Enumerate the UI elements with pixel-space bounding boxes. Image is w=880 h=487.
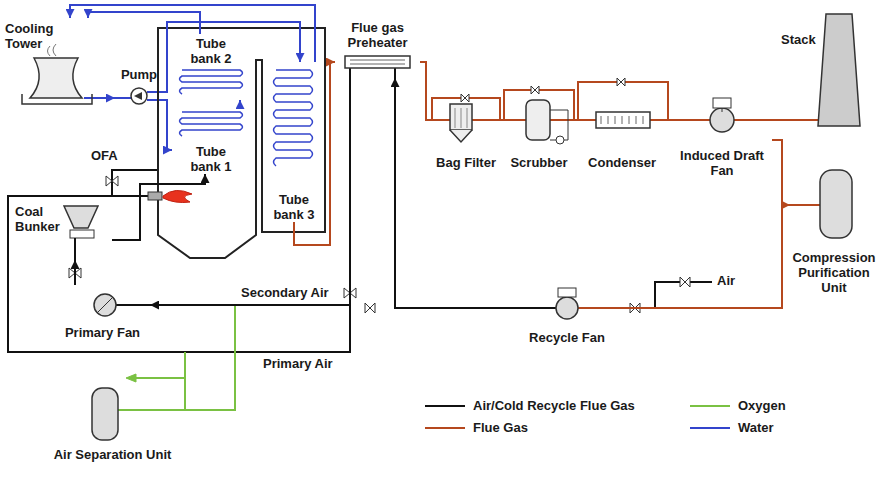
node-label: Scrubber [510, 155, 567, 170]
preheater-box: Flue gas Preheater [335, 18, 420, 78]
pipe-connector [74, 260, 76, 285]
legend-sample [690, 427, 730, 429]
coal-bunker-box: Coal Bunker [12, 202, 112, 260]
legend-text: Flue Gas [473, 420, 528, 435]
node-label: Induced Draft Fan [674, 148, 770, 178]
scrubber-box: Scrubber [506, 88, 572, 170]
legend-text: Water [738, 420, 774, 435]
tube-bank-box: Tube bank 3 [266, 62, 322, 222]
pipe-connector [150, 78, 350, 305]
pipe-connector [668, 119, 672, 121]
fan-box: Recycle Fan [522, 290, 612, 345]
node-label: Bag Filter [436, 155, 496, 170]
legend-sample [425, 427, 465, 429]
legend-text: Air/Cold Recycle Flue Gas [473, 398, 635, 413]
pipe-connector [98, 97, 115, 99]
pump-box: Pump [115, 66, 163, 112]
pipe-connector [239, 100, 241, 108]
legend-sample [425, 405, 465, 407]
tube-coil [180, 112, 243, 136]
node-label: Tube bank 2 [180, 36, 242, 66]
legend-sample [690, 405, 730, 407]
pipe-connector [772, 119, 778, 121]
filter-box: Bag Filter [430, 96, 502, 170]
node-label: Coal Bunker [15, 204, 67, 234]
asu-box: Air Separation Unit [30, 382, 195, 462]
node-label: Primary Fan [65, 325, 140, 340]
stream-label: OFA [90, 148, 119, 163]
node-label: Cooling Tower [5, 21, 67, 51]
stream-label: Primary Air [262, 356, 334, 371]
node-label: Stack [781, 32, 816, 47]
pipe-connector [163, 100, 172, 150]
node-label: Tube bank 1 [180, 144, 242, 174]
cpu-box: Compression Purification Unit [790, 165, 878, 295]
pipe-connector [420, 62, 430, 120]
fan-box: Primary Fan [55, 285, 150, 340]
pipe-connector [163, 22, 300, 92]
node-label: Condenser [588, 155, 656, 170]
pipe-connector [502, 119, 506, 121]
stream-label: Air [716, 273, 736, 288]
pipe-connector [112, 174, 205, 240]
stream-label: Secondary Air [240, 285, 330, 300]
node-label: Flue gas Preheater [336, 20, 419, 50]
legend-text: Oxygen [738, 398, 786, 413]
fan-box: Induced Draft Fan [672, 96, 772, 178]
stack-box: Stack [778, 10, 874, 128]
tower-label-box: Cooling Tower [2, 18, 98, 104]
tube-coil [180, 70, 243, 94]
pipe-connector [572, 119, 576, 121]
node-label: Air Separation Unit [54, 447, 172, 462]
node-label: Tube bank 3 [270, 192, 318, 222]
node-label: Recycle Fan [529, 330, 605, 345]
pipe-connector [395, 78, 522, 308]
tube-coil [274, 70, 313, 166]
tube-bank-box: Tube bank 1 [172, 108, 250, 174]
node-label: Pump [121, 67, 157, 82]
tube-bank-box: Tube bank 2 [172, 34, 250, 100]
condenser-box: Condenser [576, 96, 668, 170]
node-label: Compression Purification Unit [791, 250, 877, 295]
